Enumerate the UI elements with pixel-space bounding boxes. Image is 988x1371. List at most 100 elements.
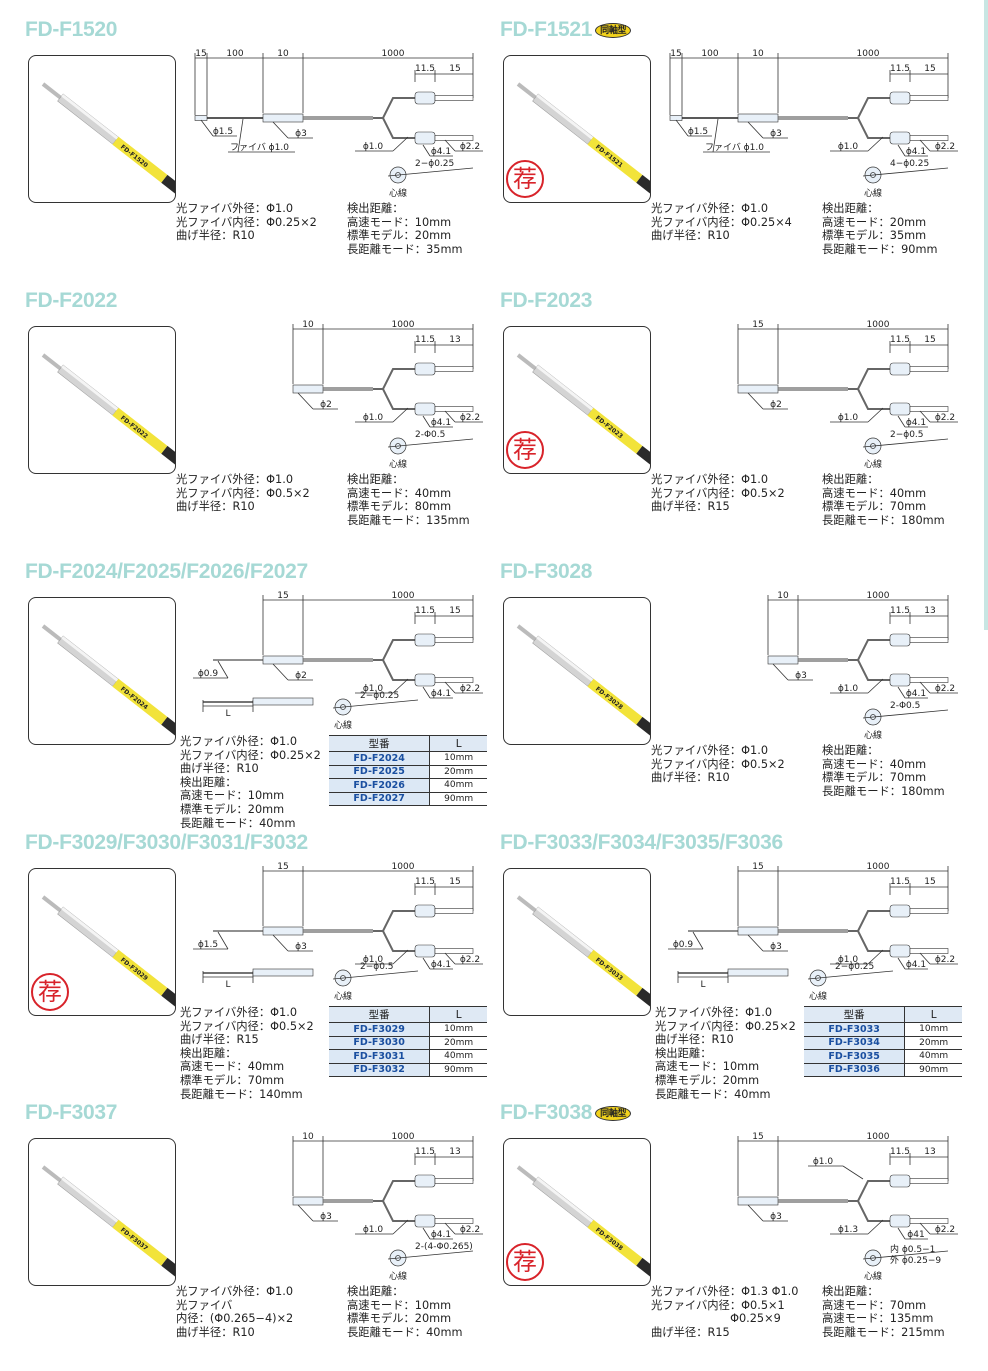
- product-title: FD-F2023: [500, 289, 592, 313]
- spec-line: 光ファイバ: [176, 1298, 233, 1312]
- callout-label: ϕ2.2: [460, 142, 480, 152]
- spec-line: 光ファイバ内径：Φ0.5×2: [651, 486, 785, 500]
- spec-line: 光ファイバ内径：Φ0.5×2: [180, 1019, 314, 1033]
- spec-line: 長距離モード：90mm: [822, 242, 938, 256]
- callout-label: ϕ2: [320, 400, 332, 410]
- spec-line: 標準モデル：35mm: [822, 229, 927, 243]
- spec-line: 検出距離：: [180, 1046, 237, 1060]
- dimension-label: 100: [701, 49, 718, 59]
- spec-line: 光ファイバ外径：Φ1.0: [655, 1006, 773, 1019]
- callout-label: ϕ2.2: [460, 413, 480, 423]
- spec-line: 検出距離：: [822, 744, 879, 757]
- spec-line: 長距離モード：40mm: [655, 1087, 771, 1101]
- recommended-mark: 荐: [506, 1243, 544, 1281]
- spec-line: 光ファイバ外径：Φ1.0: [176, 473, 294, 486]
- spec-line: 光ファイバ内径：Φ0.25×2: [176, 215, 317, 229]
- dimension-label: 1000: [392, 862, 415, 872]
- dimension-label: 15: [277, 591, 288, 601]
- core-label: 心線: [334, 719, 352, 731]
- spec-line: 長距離モード：180mm: [822, 513, 945, 527]
- spec-line: 長距離モード：40mm: [347, 1325, 463, 1339]
- model-cell: FD-F3030: [329, 1036, 430, 1050]
- product-name: FD-F2023: [500, 289, 593, 312]
- product-photo: FD-F3028: [503, 597, 651, 745]
- spec-line: 検出距離：: [180, 775, 237, 789]
- dimension-label: 1000: [867, 1132, 890, 1142]
- callout-label: ϕ1.3: [838, 1225, 858, 1235]
- core-spec: 2-Φ0.5: [415, 430, 445, 440]
- callout-label: ϕ1.0: [813, 1157, 834, 1167]
- dimension-label: 1000: [867, 862, 890, 872]
- spec-line: 標準モデル：70mm: [822, 500, 927, 514]
- spec-line: Φ0.25×9: [651, 1312, 781, 1326]
- callout-label: ϕ1.0: [838, 413, 859, 423]
- spec-line: 高速モード：135mm: [822, 1312, 934, 1326]
- callout-label: ϕ2: [295, 671, 307, 681]
- recommended-mark: 荐: [506, 160, 544, 198]
- dimension-label: 11.5: [415, 64, 435, 74]
- column-header-length: L: [429, 1006, 487, 1023]
- dimension-label: 1000: [392, 320, 415, 330]
- spec-line: 検出距離：: [655, 1046, 712, 1060]
- model-cell: FD-F3034: [804, 1036, 905, 1050]
- spec-line: 高速モード：20mm: [822, 215, 927, 229]
- length-cell: 40mm: [429, 1049, 487, 1064]
- length-cell: 40mm: [904, 1049, 962, 1064]
- spec-line: 検出距離：: [822, 473, 879, 486]
- spec-line: 曲げ半径：R10: [180, 762, 259, 776]
- dimension-label: 11.5: [890, 335, 910, 345]
- callout-label: ϕ4.1: [906, 689, 926, 699]
- dimension-label: 15: [752, 862, 763, 872]
- model-cell: FD-F3035: [804, 1049, 905, 1064]
- product-title: FD-F3029/F3030/F3031/F3032: [25, 831, 308, 855]
- length-l-label: L: [225, 709, 230, 719]
- spec-line: 高速モード：10mm: [347, 1298, 452, 1312]
- core-spec: 2−ϕ0.5: [360, 962, 394, 972]
- callout-label: ϕ2.2: [935, 142, 955, 152]
- dimension-label: 10: [302, 1132, 314, 1142]
- dimension-label: 1000: [382, 49, 405, 59]
- dimension-label: 11.5: [890, 1147, 910, 1157]
- product-title: FD-F3037: [25, 1101, 117, 1125]
- length-cell: 20mm: [904, 1036, 962, 1050]
- dimension-label: 15: [924, 335, 935, 345]
- callout-label: ϕ1.0: [363, 413, 384, 423]
- spec-line: 光ファイバ内径：Φ0.5×1: [651, 1298, 785, 1312]
- dimension-label: 11.5: [890, 606, 910, 616]
- spec-line: 標準モデル：70mm: [822, 771, 927, 785]
- spec-line: 検出距離：: [822, 202, 879, 215]
- callout-label: ϕ4.1: [431, 147, 451, 157]
- spec-line: 高速モード：40mm: [822, 757, 927, 771]
- spec-line: 標準モデル：70mm: [180, 1073, 285, 1087]
- dimension-label: 1000: [392, 1132, 415, 1142]
- spec-line: 標準モデル：20mm: [347, 229, 452, 243]
- product-title: FD-F3028: [500, 560, 592, 584]
- spec-line: 長距離モード：40mm: [180, 816, 296, 830]
- product-name: FD-F3038: [500, 1101, 593, 1124]
- dimension-label: 11.5: [890, 877, 910, 887]
- spec-line: 高速モード：70mm: [822, 1298, 927, 1312]
- callout-label: ϕ1.0: [838, 142, 859, 152]
- spec-line: 長距離モード：140mm: [180, 1087, 303, 1101]
- dimension-label: 100: [226, 49, 243, 59]
